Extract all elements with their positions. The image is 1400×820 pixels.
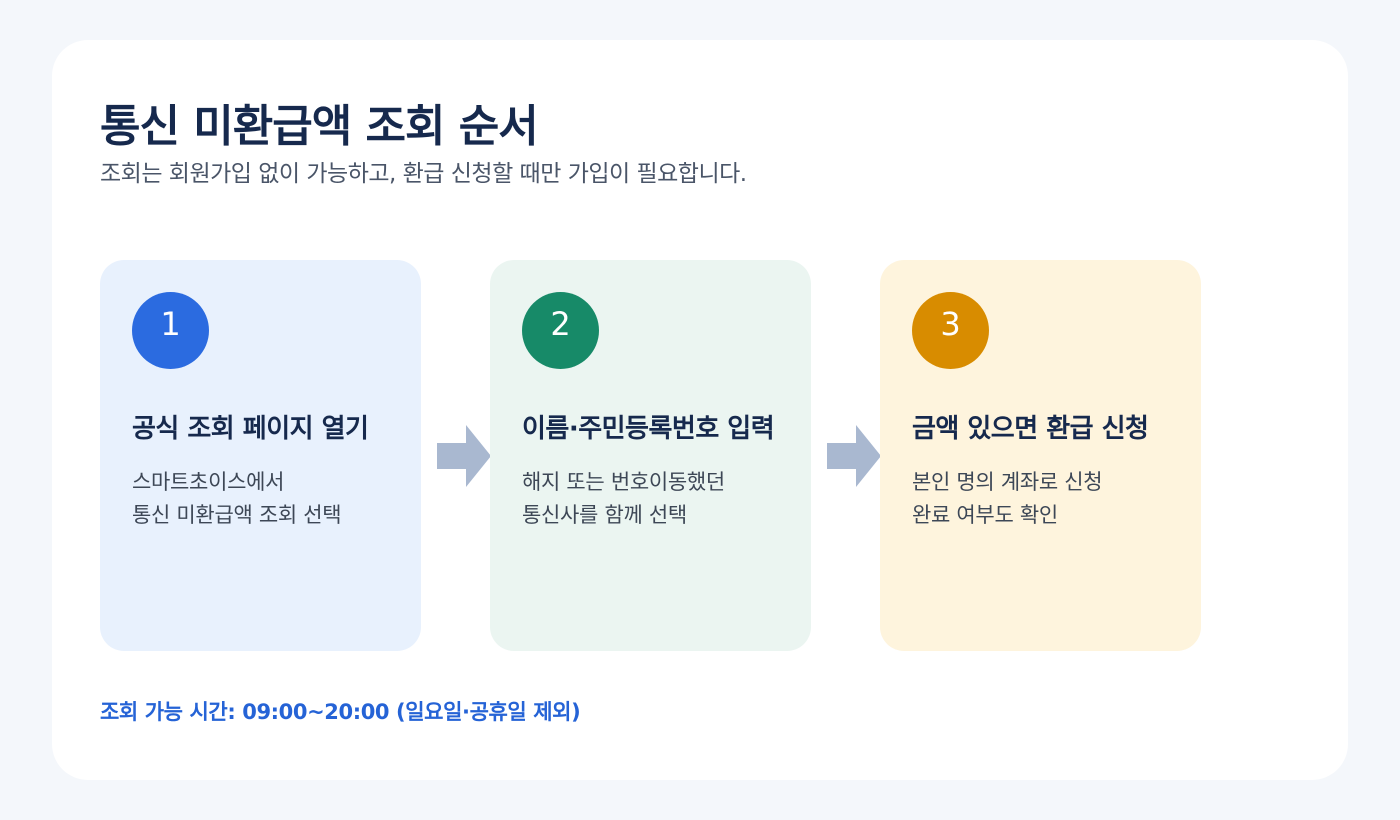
right-arrow-icon <box>437 425 491 487</box>
step-description-line: 스마트초이스에서 <box>132 470 285 494</box>
step-description: 해지 또는 번호이동했던 통신사를 함께 선택 <box>522 466 725 532</box>
step-description: 본인 명의 계좌로 신청 완료 여부도 확인 <box>912 466 1103 532</box>
step-card-1: 1 공식 조회 페이지 열기 스마트초이스에서 통신 미환급액 조회 선택 <box>100 260 421 651</box>
step-description-line: 통신사를 함께 선택 <box>522 503 687 527</box>
step-title: 공식 조회 페이지 열기 <box>132 414 369 444</box>
step-title: 이름·주민등록번호 입력 <box>522 414 775 444</box>
page-subtitle: 조회는 회원가입 없이 가능하고, 환급 신청할 때만 가입이 필요합니다. <box>100 161 747 187</box>
step-description-line: 완료 여부도 확인 <box>912 503 1058 527</box>
step-number-badge: 3 <box>912 292 989 369</box>
step-card-3: 3 금액 있으면 환급 신청 본인 명의 계좌로 신청 완료 여부도 확인 <box>880 260 1201 651</box>
page-title: 통신 미환급액 조회 순서 <box>100 101 539 152</box>
step-description-line: 통신 미환급액 조회 선택 <box>132 503 342 527</box>
step-card-2: 2 이름·주민등록번호 입력 해지 또는 번호이동했던 통신사를 함께 선택 <box>490 260 811 651</box>
step-number-badge: 2 <box>522 292 599 369</box>
process-card: 통신 미환급액 조회 순서 조회는 회원가입 없이 가능하고, 환급 신청할 때… <box>52 40 1348 780</box>
step-description-line: 본인 명의 계좌로 신청 <box>912 470 1103 494</box>
step-title: 금액 있으면 환급 신청 <box>912 414 1149 444</box>
step-description: 스마트초이스에서 통신 미환급액 조회 선택 <box>132 466 342 532</box>
step-number-badge: 1 <box>132 292 209 369</box>
step-description-line: 해지 또는 번호이동했던 <box>522 470 725 494</box>
right-arrow-icon <box>827 425 881 487</box>
service-hours-note: 조회 가능 시간: 09:00~20:00 (일요일·공휴일 제외) <box>100 700 581 724</box>
